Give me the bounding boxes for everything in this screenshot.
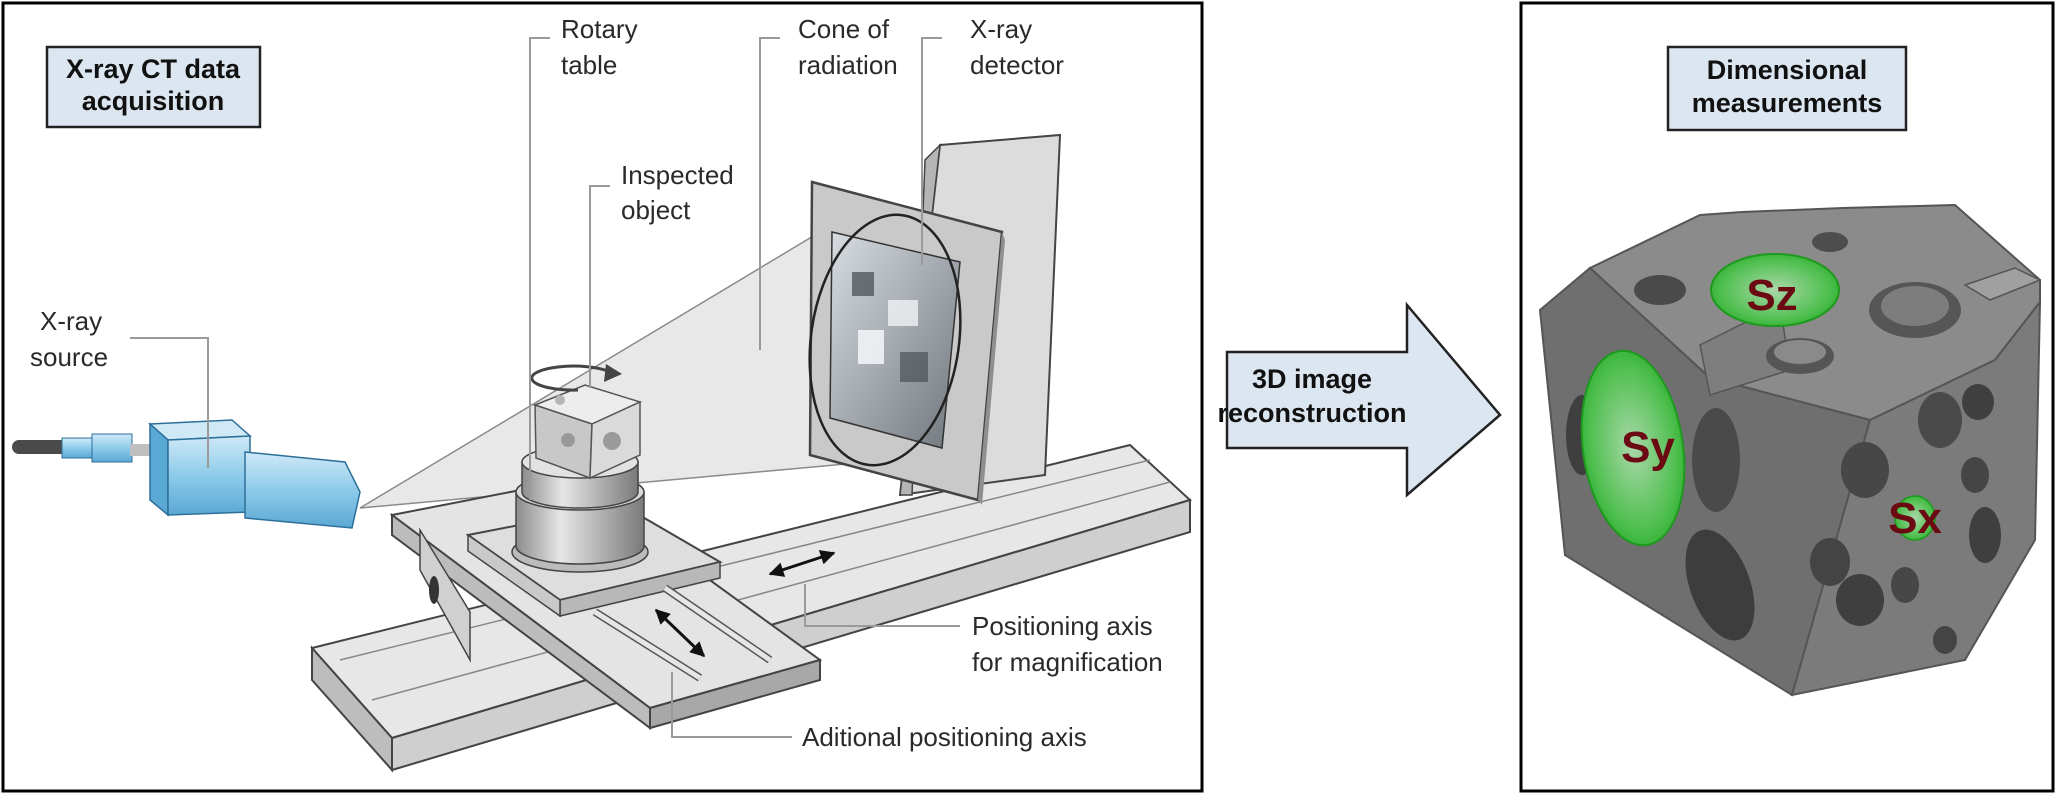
detector-leader bbox=[921, 37, 942, 265]
magnification-leader bbox=[804, 584, 960, 627]
xray-source bbox=[12, 419, 361, 529]
acquisition-title-line2: acquisition bbox=[82, 86, 225, 116]
detector-assembly bbox=[808, 133, 1062, 505]
magnification-axis-arrow bbox=[768, 550, 836, 577]
detector-label-line2: detector bbox=[970, 50, 1064, 80]
measurement-header: Dimensional measurements bbox=[1666, 45, 1908, 132]
magnification-label-line1: Positioning axis bbox=[972, 611, 1153, 641]
inspected-leader bbox=[589, 185, 610, 388]
detector-label-line1: X-ray bbox=[970, 14, 1032, 44]
inspected-label-line1: Inspected bbox=[621, 160, 734, 190]
reconstruction-label-line2: reconstruction bbox=[1217, 398, 1406, 428]
sz-surface bbox=[1710, 253, 1840, 327]
measurement-title-line1: Dimensional bbox=[1707, 55, 1868, 85]
machined-part: Sz Sy Sx bbox=[1538, 203, 2042, 697]
sx-surface bbox=[1894, 495, 1936, 541]
magnification-rail bbox=[310, 443, 1192, 773]
reconstruction-label-line1: 3D image bbox=[1252, 364, 1372, 394]
acquisition-panel: X-ray CT data acquisition Rotary table C… bbox=[1, 1, 1204, 793]
source-leader bbox=[130, 337, 209, 468]
rotary-table-label-line1: Rotary bbox=[561, 14, 638, 44]
inspected-object bbox=[530, 364, 643, 480]
surface-label-sx: Sx bbox=[1888, 494, 1942, 543]
surface-label-sy: Sy bbox=[1621, 423, 1675, 472]
source-label-line1: X-ray bbox=[40, 306, 102, 336]
reconstruction-arrow: 3D image reconstruction bbox=[1217, 301, 1502, 498]
source-label-line2: source bbox=[30, 342, 108, 372]
magnification-label-line2: for magnification bbox=[972, 647, 1163, 677]
sy-surface bbox=[1580, 349, 1686, 547]
rotary-table-leader bbox=[529, 37, 550, 500]
acquisition-title-line1: X-ray CT data bbox=[66, 54, 241, 84]
rotary-table-label-line2: table bbox=[561, 50, 617, 80]
cone-label-line1: Cone of bbox=[798, 14, 890, 44]
surface-label-sz: Sz bbox=[1746, 271, 1797, 320]
cone-leader bbox=[759, 37, 780, 350]
detector-screen bbox=[829, 231, 961, 449]
cone-ellipse bbox=[808, 213, 962, 467]
inspected-label-line2: object bbox=[621, 195, 691, 225]
measurement-title-line2: measurements bbox=[1692, 88, 1883, 118]
measurement-panel: Dimensional measurements bbox=[1519, 1, 2055, 793]
cone-label-line2: radiation bbox=[798, 50, 898, 80]
acquisition-header: X-ray CT data acquisition bbox=[45, 45, 262, 129]
additional-axis-leader bbox=[671, 672, 792, 738]
additional-axis-arrow bbox=[654, 608, 706, 658]
additional-axis-label: Aditional positioning axis bbox=[802, 722, 1087, 752]
